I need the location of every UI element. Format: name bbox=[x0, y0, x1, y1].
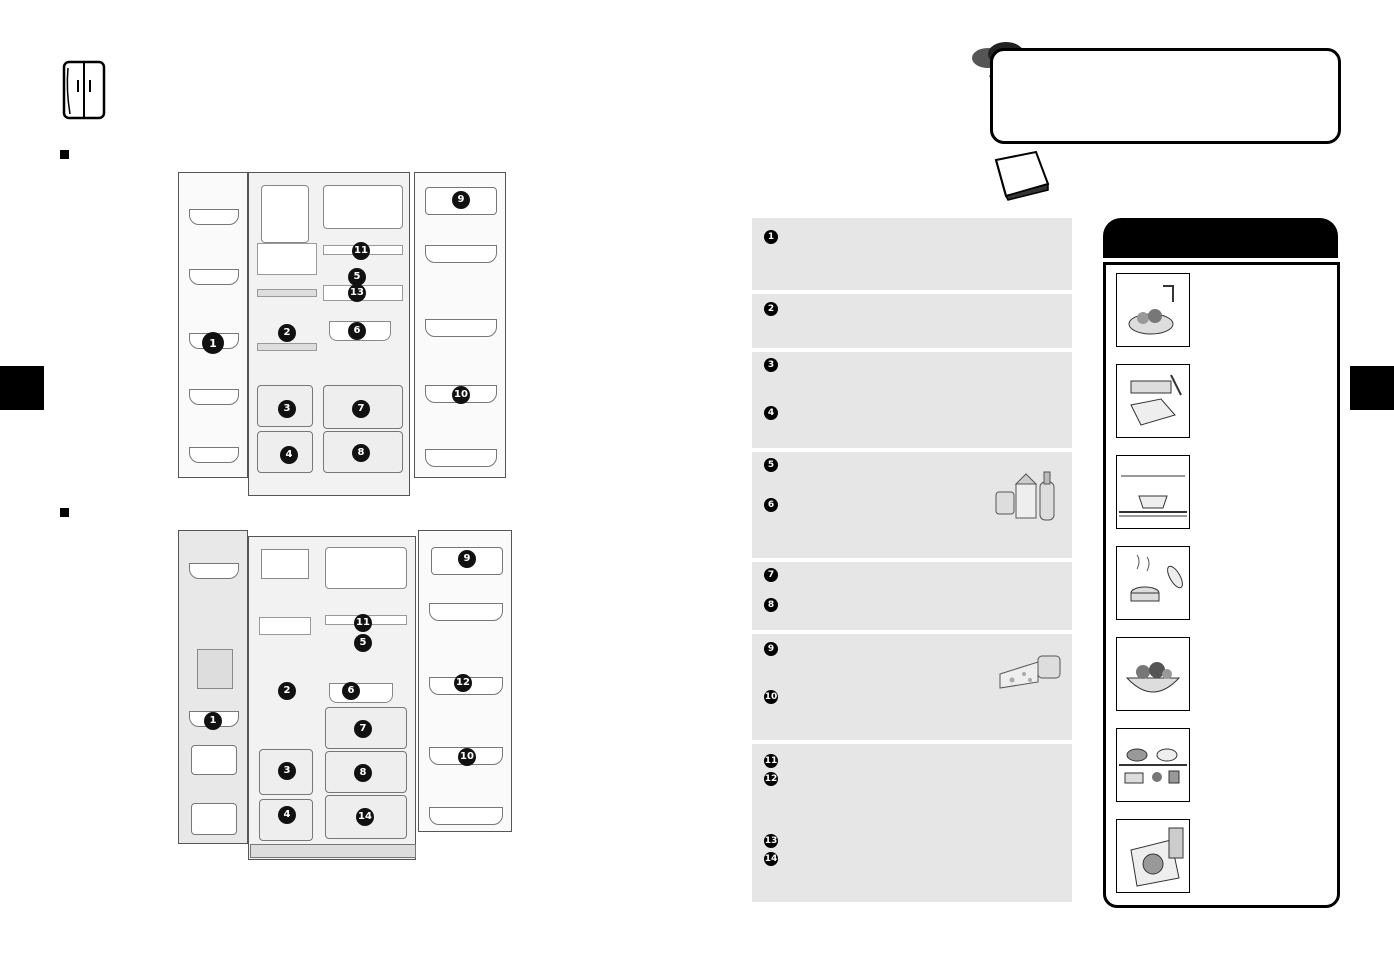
door-bin bbox=[191, 745, 237, 775]
item-number-14: 14 bbox=[764, 852, 778, 866]
cheese-butter-icon bbox=[998, 650, 1064, 690]
callout-8: 8 bbox=[354, 764, 372, 782]
info-panel-3: 3 4 bbox=[752, 352, 1072, 448]
callout-7: 7 bbox=[352, 400, 370, 418]
door-shelf bbox=[429, 807, 503, 825]
freezer-shelf bbox=[259, 617, 311, 635]
item-number-5: 5 bbox=[764, 458, 778, 472]
ice-bucket bbox=[261, 549, 309, 579]
callout-6: 6 bbox=[348, 322, 366, 340]
callout-3: 3 bbox=[278, 400, 296, 418]
door-bin bbox=[191, 803, 237, 835]
callout-2: 2 bbox=[278, 324, 296, 342]
callout-11: 11 bbox=[352, 242, 370, 260]
callout-4: 4 bbox=[278, 806, 296, 824]
door-shelf bbox=[429, 603, 503, 621]
callout-3: 3 bbox=[278, 762, 296, 780]
left-page-tab bbox=[0, 366, 44, 410]
item-number-8: 8 bbox=[764, 598, 778, 612]
control-panel bbox=[325, 547, 407, 589]
fridge-bin bbox=[329, 683, 393, 703]
item-number-11: 11 bbox=[764, 754, 778, 768]
dairy-products-icon bbox=[994, 470, 1062, 526]
container-shelf-icon bbox=[1116, 455, 1190, 529]
fruit-bowl-icon bbox=[1116, 637, 1190, 711]
callout-8: 8 bbox=[352, 444, 370, 462]
door-shelf bbox=[425, 449, 497, 467]
door-shelf bbox=[189, 447, 239, 463]
shelf-storage-icon bbox=[1116, 728, 1190, 802]
warning-box bbox=[990, 48, 1341, 144]
item-number-7: 7 bbox=[764, 568, 778, 582]
door-shelf bbox=[189, 563, 239, 579]
item-number-4: 4 bbox=[764, 406, 778, 420]
door-shelf bbox=[189, 269, 239, 285]
door-shelf bbox=[189, 209, 239, 225]
item-number-13: 13 bbox=[764, 834, 778, 848]
callout-4: 4 bbox=[280, 446, 298, 464]
callout-7: 7 bbox=[354, 720, 372, 738]
section-bullet-bottom bbox=[60, 508, 69, 517]
fridge-icon bbox=[58, 58, 110, 122]
item-number-9: 9 bbox=[764, 642, 778, 656]
info-panel-4: 5 6 bbox=[752, 452, 1072, 558]
callout-6: 6 bbox=[342, 682, 360, 700]
fridge-body bbox=[248, 536, 416, 860]
fridge-diagram-bottom: 1 2 3 4 5 6 7 8 9 10 11 12 14 bbox=[178, 528, 512, 860]
freezer-door bbox=[178, 172, 248, 478]
callout-12: 12 bbox=[454, 674, 472, 692]
info-panel-7: 11 12 13 14 bbox=[752, 744, 1072, 902]
cooking-pot-icon bbox=[1116, 546, 1190, 620]
info-panel-1: 1 bbox=[752, 218, 1072, 290]
fridge-door bbox=[414, 172, 506, 478]
control-panel bbox=[323, 185, 403, 229]
tips-header bbox=[1103, 218, 1338, 258]
info-panel-5: 7 8 bbox=[752, 562, 1072, 630]
callout-1: 1 bbox=[204, 712, 222, 730]
book-icon bbox=[992, 150, 1052, 202]
callout-2: 2 bbox=[278, 682, 296, 700]
callout-9: 9 bbox=[452, 191, 470, 209]
freezer-shelf bbox=[257, 289, 317, 297]
crisper-drawer bbox=[325, 751, 407, 793]
item-number-3: 3 bbox=[764, 358, 778, 372]
washing-produce-icon bbox=[1116, 273, 1190, 347]
callout-10: 10 bbox=[452, 386, 470, 404]
freezer-door bbox=[178, 530, 248, 844]
info-panel-6: 9 10 bbox=[752, 634, 1072, 740]
callout-10: 10 bbox=[458, 748, 476, 766]
callout-9: 9 bbox=[458, 550, 476, 568]
callout-13: 13 bbox=[348, 284, 366, 302]
callout-14: 14 bbox=[356, 808, 374, 826]
fridge-body bbox=[248, 172, 410, 496]
tips-frame bbox=[1103, 262, 1340, 908]
freezer-compartment bbox=[257, 243, 317, 275]
callout-5: 5 bbox=[348, 268, 366, 286]
callout-11: 11 bbox=[354, 614, 372, 632]
dispenser bbox=[197, 649, 233, 689]
info-panel-2: 2 bbox=[752, 294, 1072, 348]
callout-5: 5 bbox=[354, 634, 372, 652]
item-number-2: 2 bbox=[764, 302, 778, 316]
freezer-drawer bbox=[257, 385, 313, 427]
door-shelf bbox=[189, 389, 239, 405]
freezer-shelf bbox=[257, 343, 317, 351]
sealed-bag-icon bbox=[1116, 819, 1190, 893]
item-number-10: 10 bbox=[764, 690, 778, 704]
right-page-tab bbox=[1350, 366, 1394, 410]
cutting-board-icon bbox=[1116, 364, 1190, 438]
callout-1: 1 bbox=[202, 332, 224, 354]
item-number-6: 6 bbox=[764, 498, 778, 512]
section-bullet-top bbox=[60, 150, 69, 159]
base-grille bbox=[250, 844, 416, 858]
item-number-12: 12 bbox=[764, 772, 778, 786]
door-shelf bbox=[425, 245, 497, 263]
fridge-diagram-top: 1 2 3 4 5 6 7 8 9 10 11 13 bbox=[178, 172, 506, 496]
ice-maker bbox=[261, 185, 309, 243]
door-shelf bbox=[425, 319, 497, 337]
item-number-1: 1 bbox=[764, 230, 778, 244]
